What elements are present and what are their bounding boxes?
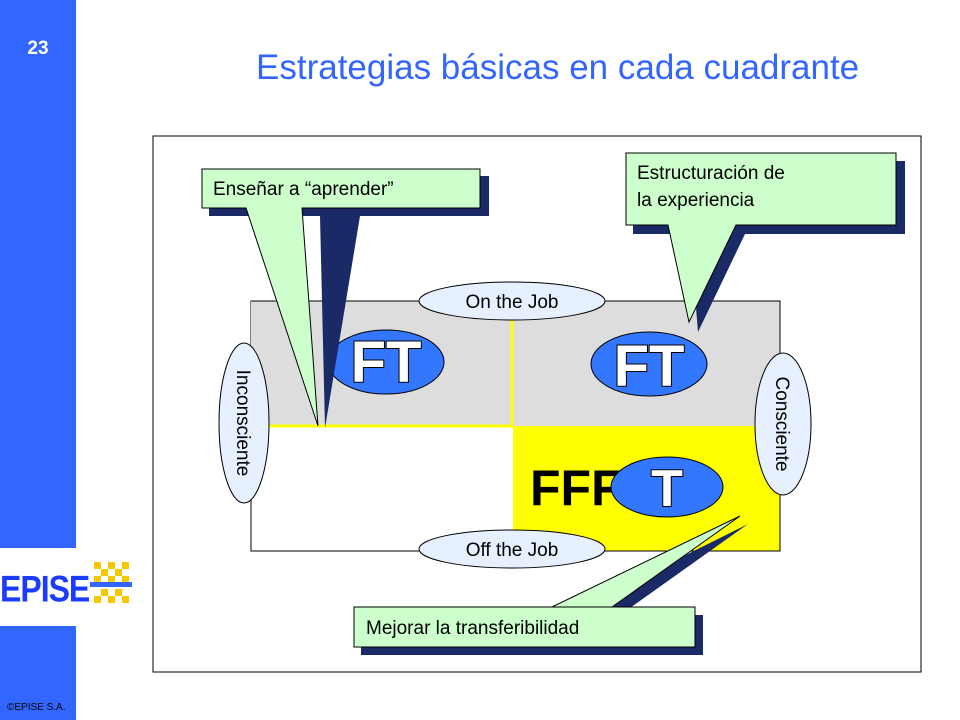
callout-top-left (201, 168, 481, 427)
epise-logo-text: EPISE (0, 568, 90, 610)
on-the-job-bubble (418, 281, 606, 321)
inconsciente-bubble (218, 342, 270, 504)
slide-title: Estrategias básicas en cada cuadrante (256, 48, 860, 87)
copyright-text: ©EPISE S.A. (7, 702, 66, 713)
callout-top-right-text-2: la experiencia (637, 190, 755, 211)
callout-top-left-text: Enseñar a “aprender” (213, 179, 394, 200)
fff-label: FFF (530, 460, 622, 516)
callout-top-right-text-1: Estructuración de (637, 163, 785, 184)
ft-ellipse-right (590, 331, 708, 397)
callout-top-right (625, 152, 897, 324)
callout-bottom-text: Mejorar la transferibilidad (366, 618, 580, 639)
ft-label-right: FT (614, 334, 685, 399)
callout-bottom (353, 515, 741, 648)
off-the-job-label: Off the Job (466, 540, 559, 561)
callout-bodies (201, 152, 897, 648)
logo-area (0, 548, 76, 626)
ft-label-left: FT (351, 330, 422, 395)
off-the-job-bubble (418, 529, 606, 569)
consciente-label: Consciente (771, 376, 792, 471)
on-the-job-label: On the Job (466, 292, 559, 313)
t-ellipse (610, 456, 724, 518)
epise-logo-mark (90, 562, 132, 603)
t-label: T (651, 460, 683, 518)
consciente-bubble (754, 352, 812, 496)
page-number: 23 (27, 38, 49, 59)
inconsciente-label: Inconsciente (232, 370, 253, 477)
